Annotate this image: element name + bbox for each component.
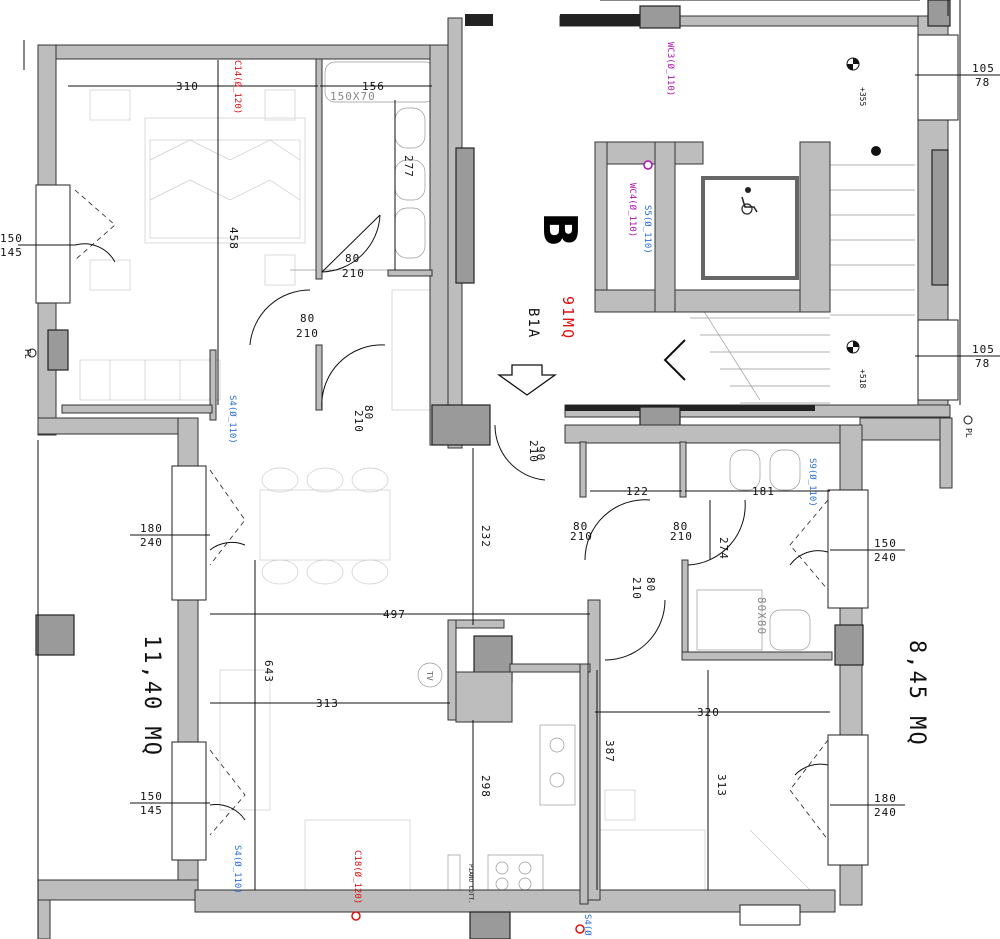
- window-6-width: 105: [972, 62, 995, 75]
- dim-80d: 80: [573, 520, 588, 533]
- dim-80c: 80: [362, 405, 375, 420]
- window-openings: [74, 189, 829, 841]
- pl-label-left: PL: [23, 349, 32, 359]
- dim-80b: 80: [300, 312, 315, 325]
- exterior-lines: [23, 0, 961, 939]
- stair-direction-chevron-icon: [663, 339, 686, 381]
- window-4-height: 240: [874, 551, 897, 564]
- area-label: 91MQ: [559, 296, 577, 340]
- dim-181: 181: [752, 485, 775, 498]
- dim-bath: 150X70: [330, 90, 376, 103]
- dim-210d: 210: [527, 440, 540, 463]
- window-1-width: 150: [0, 232, 23, 245]
- dim-313a: 313: [316, 697, 339, 710]
- pipe-c18: C18(Ø_120): [352, 850, 363, 904]
- dimension-lines: [18, 60, 1000, 890]
- window-2-height: 240: [140, 536, 163, 549]
- walls: [35, 0, 959, 939]
- dim-643: 643: [262, 660, 275, 683]
- block-letter: B: [533, 212, 587, 247]
- dim-80a: 80: [345, 252, 360, 265]
- wheelchair-icon: [741, 187, 758, 215]
- pl-marker-icon: [27, 348, 37, 358]
- dim-80f: 80: [644, 577, 657, 592]
- dim-210a: 210: [342, 267, 365, 280]
- dim-274: 274: [717, 537, 730, 560]
- dim-277: 277: [402, 155, 415, 178]
- window-7-width: 105: [972, 343, 995, 356]
- dim-80e: 80: [673, 520, 688, 533]
- dim-387: 387: [603, 740, 616, 763]
- room-area-living: 11,40 MQ: [139, 635, 164, 757]
- dim-310: 310: [176, 80, 199, 93]
- dim-210g: 210: [630, 577, 643, 600]
- pipe-s5: S5(Ø_110): [642, 205, 653, 254]
- tv-label: TV: [425, 671, 434, 681]
- entry-arrow-icon: [496, 364, 558, 396]
- window-6-height: 78: [975, 76, 990, 89]
- level-marker-icon: [846, 57, 860, 71]
- dim-320: 320: [697, 706, 720, 719]
- dim-210f: 210: [670, 530, 693, 543]
- dim-232: 232: [479, 525, 492, 548]
- pipe-point-icon: [575, 924, 585, 934]
- window-7-height: 78: [975, 357, 990, 370]
- dim-210e: 210: [570, 530, 593, 543]
- dim-210b: 210: [296, 327, 319, 340]
- furniture-layer: [79, 61, 915, 901]
- pipe-wc4: WC4(Ø_110): [627, 183, 638, 237]
- pipe-s4a: S4(Ø_110): [227, 395, 238, 444]
- room-area-bedroom: 8,45 MQ: [904, 640, 929, 747]
- window-3-height: 145: [140, 804, 163, 817]
- pl-marker-icon: [963, 415, 973, 425]
- dim-122: 122: [626, 485, 649, 498]
- dim-210c: 210: [352, 410, 365, 433]
- pl-label-right: PL: [964, 428, 973, 438]
- window-5-height: 240: [874, 806, 897, 819]
- hob-label: PIANO COTT.: [467, 864, 474, 904]
- riser-point-icon: [871, 146, 881, 156]
- dim-497: 497: [383, 608, 406, 621]
- unit-code: B1A: [525, 308, 541, 339]
- pipe-s9: S9(Ø_110): [807, 458, 818, 507]
- dim-156: 156: [362, 80, 385, 93]
- level-marker-icon: [846, 340, 860, 354]
- labels: B 91MQ B1A 11,40 MQ 8,45 MQ 310 156 150X…: [0, 42, 995, 936]
- dim-298: 298: [479, 775, 492, 798]
- stair-treads: [690, 164, 915, 404]
- dim-shower: 80X80: [755, 597, 768, 635]
- level-355: +355: [858, 87, 867, 106]
- pipe-point-icon: [643, 160, 653, 170]
- pipe-point-icon: [351, 911, 361, 921]
- dim-458: 458: [227, 227, 240, 250]
- pipe-s4b: S4(Ø_110): [232, 845, 243, 894]
- level-518: +518: [858, 369, 867, 388]
- dim-90: 90: [534, 446, 547, 461]
- window-5-width: 180: [874, 792, 897, 805]
- dim-313b: 313: [715, 774, 728, 797]
- window-3-width: 150: [140, 790, 163, 803]
- window-1-height: 145: [0, 246, 23, 259]
- window-4-width: 150: [874, 537, 897, 550]
- window-2-width: 180: [140, 522, 163, 535]
- pipe-s4c: S4(Ø: [582, 914, 593, 936]
- pipe-wc3: WC3(Ø_110): [665, 42, 676, 96]
- door-swings: [249, 214, 746, 661]
- pipe-c14: C14(Ø_120): [232, 60, 243, 114]
